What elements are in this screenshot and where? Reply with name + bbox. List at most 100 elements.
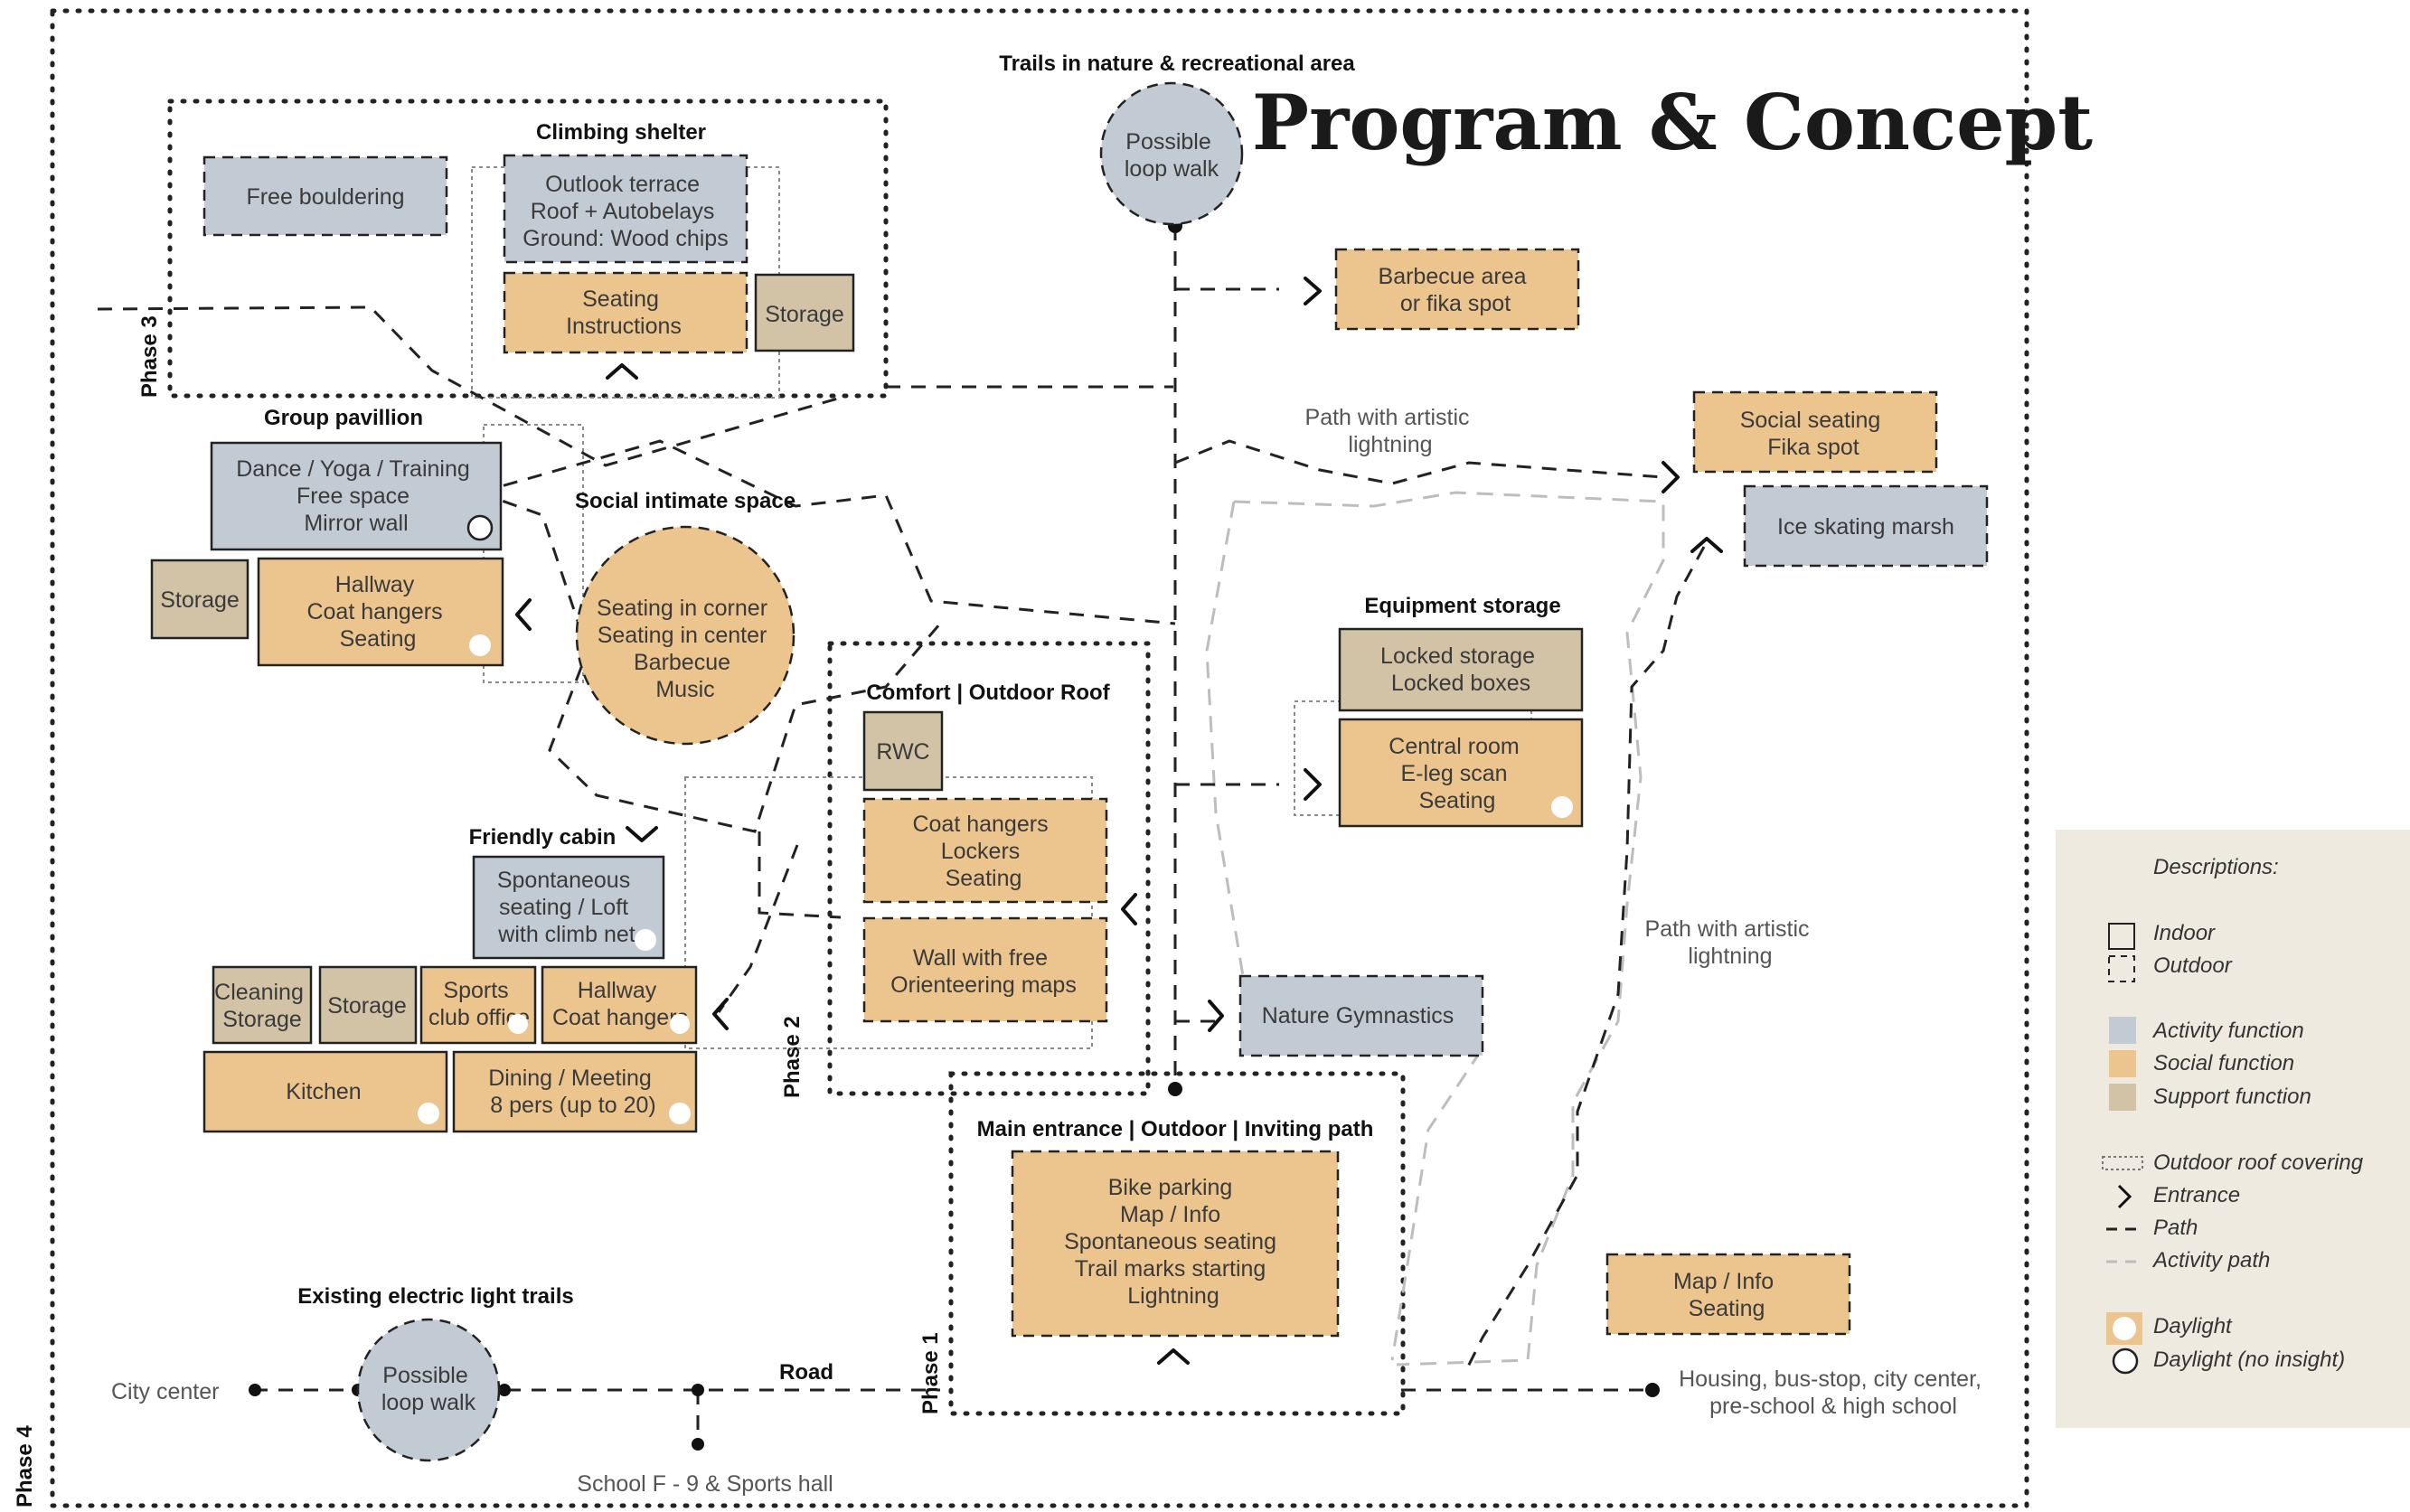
box-locked-storage-text: Locked storage Locked boxes xyxy=(1380,643,1541,696)
legend-social-swatch xyxy=(2109,1050,2136,1077)
box-cleaning-storage xyxy=(212,965,313,1045)
legend-social: Social function xyxy=(2153,1051,2294,1075)
legend-indoor: Indoor xyxy=(2153,921,2216,945)
phase2-label: Phase 2 xyxy=(780,1016,805,1098)
daylight-no-insight-icon xyxy=(466,514,494,541)
section-main-entrance: Main entrance | Outdoor | Inviting path xyxy=(977,1117,1374,1141)
entrance-friendly-top xyxy=(626,826,658,842)
page-title: Program & Concept xyxy=(1252,78,2093,167)
box-storage-group xyxy=(150,559,249,640)
entrance-comfort xyxy=(1121,893,1137,925)
label-school: School F - 9 & Sports hall xyxy=(577,1471,833,1497)
box-ice-skating-text: Ice skating marsh xyxy=(1777,514,1954,540)
box-outlook-terrace-text: Outlook terrace Roof + Autobelays Ground… xyxy=(522,172,728,251)
box-storage-climbing xyxy=(754,273,855,352)
box-kitchen-text: Kitchen xyxy=(286,1079,361,1104)
box-main-entrance-text: Bike parking Map / Info Spontaneous seat… xyxy=(1064,1175,1283,1309)
section-climbing-shelter: Climbing shelter xyxy=(536,120,706,145)
entrance-equipment xyxy=(1304,768,1322,801)
box-central-room-text: Central room E-leg scan Seating xyxy=(1389,734,1525,813)
circle-loop-walk-top-text: Possible loop walk xyxy=(1125,129,1219,182)
legend-activity-swatch xyxy=(2109,1017,2136,1044)
section-comfort: Comfort | Outdoor Roof xyxy=(866,681,1110,705)
label-road: Road xyxy=(779,1360,833,1385)
box-seating-instructions-text: Seating Instructions xyxy=(566,286,682,339)
box-hallway-cabin-text: Hallway Coat hangers xyxy=(552,978,688,1030)
daylight-icon xyxy=(1551,796,1573,818)
legend: Descriptions: Indoor Outdoor Activity fu… xyxy=(2056,830,2410,1428)
box-wall-maps xyxy=(862,916,1108,1023)
box-dining-text: Dining / Meeting 8 pers (up to 20) xyxy=(488,1066,658,1118)
daylight-icon xyxy=(469,634,491,656)
legend-activity-path: Activity path xyxy=(2151,1248,2270,1273)
phase2-boundary xyxy=(827,641,1151,1096)
phase3-label: Phase 3 xyxy=(137,315,162,398)
legend-outdoor: Outdoor xyxy=(2153,953,2233,978)
box-storage-climbing-text: Storage xyxy=(765,302,844,327)
box-hallway-group xyxy=(257,557,504,667)
label-path-artistic-top: Path with artistic lightning xyxy=(1305,405,1476,457)
circle-loop-walk-bottom-text: Possible loop walk xyxy=(381,1363,476,1415)
box-storage-group-text: Storage xyxy=(160,587,240,613)
box-free-bouldering xyxy=(202,155,448,237)
circle-social-space-text: Seating in corner Seating in center Barb… xyxy=(597,596,774,702)
legend-heading: Descriptions: xyxy=(2153,855,2279,879)
daylight-icon xyxy=(508,1014,528,1034)
box-wall-maps-text: Wall with free Orienteering maps xyxy=(890,945,1077,998)
entrance-barbecue xyxy=(1304,277,1322,305)
site-boundary xyxy=(50,8,2029,1508)
entrance-friendly-side xyxy=(712,998,729,1030)
box-rwc-text: RWC xyxy=(876,739,929,765)
legend-daylight-no-insight-icon xyxy=(2112,1348,2139,1375)
box-dance-yoga xyxy=(210,441,503,551)
paths xyxy=(97,226,1706,1444)
label-housing: Housing, bus-stop, city center, pre-scho… xyxy=(1679,1366,1988,1419)
box-map-info-text: Map / Info Seating xyxy=(1673,1269,1780,1321)
entrance-ice-skating xyxy=(1690,537,1723,553)
legend-daylight: Daylight xyxy=(2153,1314,2233,1338)
daylight-icon xyxy=(670,1014,690,1034)
box-barbecue xyxy=(1334,248,1580,331)
box-free-bouldering-text: Free bouldering xyxy=(246,184,404,210)
box-outlook-terrace xyxy=(503,154,748,264)
daylight-icon xyxy=(418,1103,439,1124)
legend-support: Support function xyxy=(2153,1085,2311,1109)
label-path-artistic-right: Path with artistic lightning xyxy=(1645,916,1816,969)
box-hallway-cabin xyxy=(541,965,698,1045)
box-seating-instructions xyxy=(503,271,748,354)
box-social-seating-text: Social seating Fika spot xyxy=(1740,408,1888,460)
section-friendly-cabin: Friendly cabin xyxy=(469,825,617,850)
legend-outdoor-swatch xyxy=(2108,955,2135,982)
box-ice-skating xyxy=(1743,484,1989,568)
box-spontaneous-loft-text: Spontaneous seating / Loft with climb ne… xyxy=(497,868,636,947)
box-rwc xyxy=(862,710,944,792)
entrance-social-seating xyxy=(1662,461,1680,493)
box-dance-yoga-text: Dance / Yoga / Training Free space Mirro… xyxy=(236,456,475,536)
box-dining xyxy=(452,1050,698,1133)
phase4-label: Phase 4 xyxy=(13,1425,37,1507)
box-storage-cabin xyxy=(318,965,418,1045)
entrance-markers xyxy=(515,277,1723,1365)
box-nature-gymnastics-text: Nature Gymnastics xyxy=(1262,1003,1454,1028)
box-barbecue-text: Barbecue area or fika spot xyxy=(1379,264,1533,316)
circle-loop-walk-bottom xyxy=(356,1318,501,1462)
daylight-icon xyxy=(669,1103,691,1124)
box-coat-lockers-text: Coat hangers Lockers Seating xyxy=(912,812,1054,891)
phase1-label: Phase 1 xyxy=(918,1332,943,1414)
box-locked-storage xyxy=(1338,627,1584,712)
phase3-boundary xyxy=(167,99,889,399)
legend-support-swatch xyxy=(2109,1084,2136,1111)
box-coat-lockers xyxy=(862,797,1108,904)
label-city-center: City center xyxy=(111,1379,219,1404)
legend-roof-swatch xyxy=(2102,1156,2143,1170)
section-trails: Trails in nature & recreational area xyxy=(999,52,1355,76)
legend-path: Path xyxy=(2153,1216,2198,1240)
box-hallway-group-text: Hallway Coat hangers Seating xyxy=(306,572,448,652)
legend-roof: Outdoor roof covering xyxy=(2153,1150,2364,1175)
legend-daylight-no-insight: Daylight (no insight) xyxy=(2153,1348,2345,1372)
entrance-climbing xyxy=(606,363,638,380)
legend-entrance-icon xyxy=(2117,1184,2132,1209)
section-social-intimate: Social intimate space xyxy=(575,489,795,513)
circle-loop-walk-top xyxy=(1099,81,1244,226)
